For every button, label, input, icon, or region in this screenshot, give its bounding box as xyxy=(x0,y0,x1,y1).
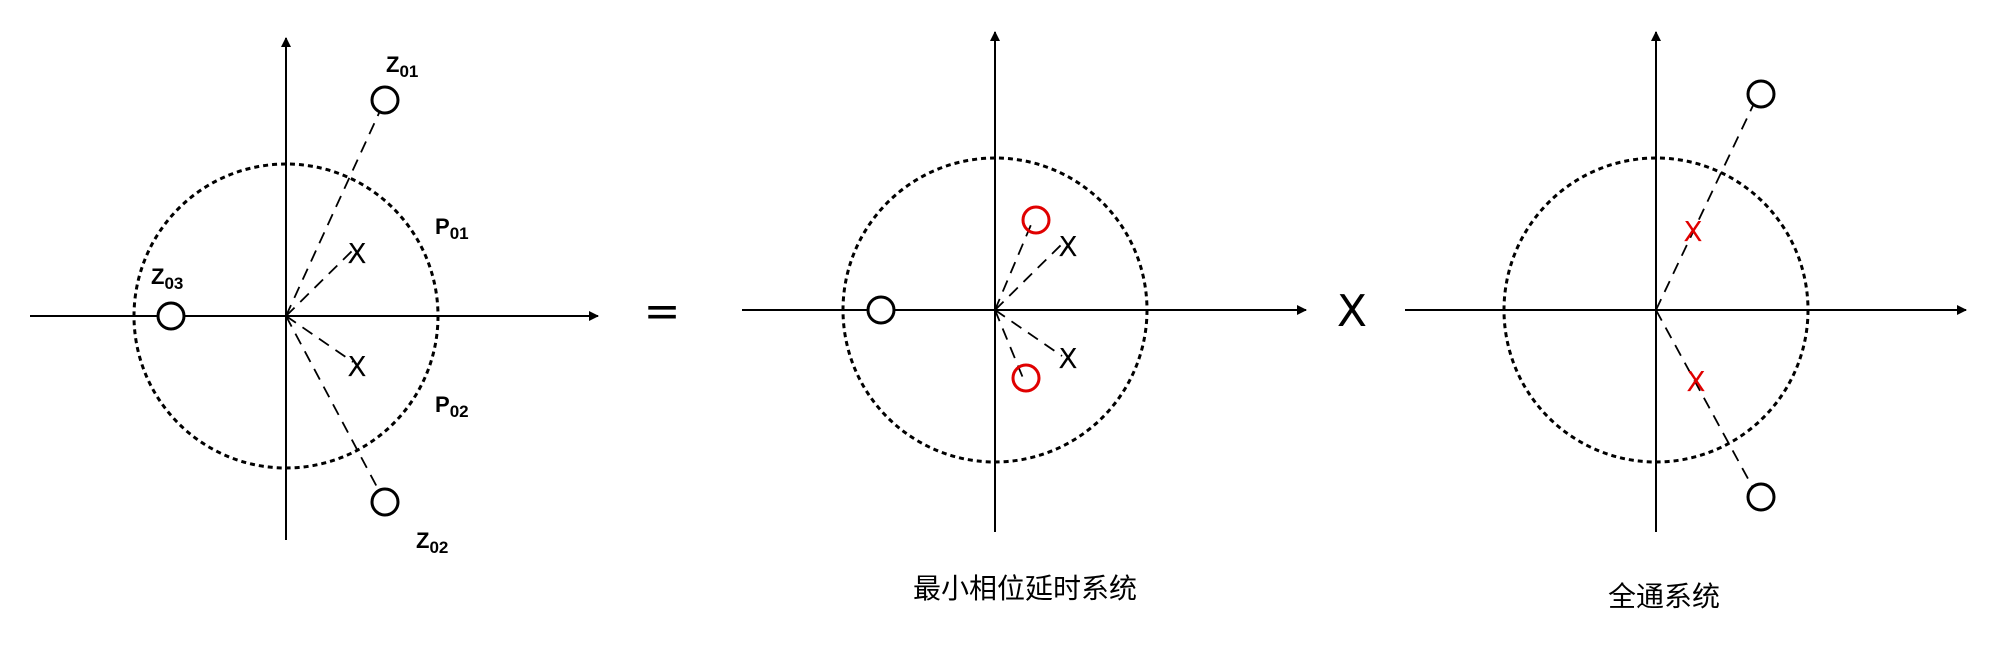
panel-3-unit-circle xyxy=(1502,156,1810,464)
panel-3-zero-upper-marker xyxy=(1746,79,1776,109)
panel-2-minimum-phase-system: X X 最小相位延时系统 xyxy=(742,31,1307,605)
panel-2-pole-upper-marker: X xyxy=(1058,230,1077,263)
zero-z01-marker xyxy=(370,85,400,115)
panel-1-ray-p01 xyxy=(285,249,354,317)
panel-3-all-pass-system: X X 全通系统 xyxy=(1405,31,1967,613)
label-z01: Z01 xyxy=(386,52,418,81)
panel-1-ray-z01 xyxy=(285,99,386,317)
panel-3-ray-lower xyxy=(1655,309,1759,498)
equals-operator: = xyxy=(644,286,681,337)
panel-2-ray-pole-lower xyxy=(994,309,1063,357)
panel-2-ray-zero-upper xyxy=(994,219,1034,311)
pole-p01-marker: X xyxy=(347,237,366,270)
zero-z03-marker xyxy=(156,301,186,331)
label-p02: P02 xyxy=(435,392,469,421)
label-z02: Z02 xyxy=(416,528,448,557)
panel-3-pole-upper-marker: X xyxy=(1683,215,1702,248)
panel-2-zero-real-marker xyxy=(866,295,896,325)
panel-1-ray-z02 xyxy=(285,315,386,503)
panel-3-zero-lower-marker xyxy=(1746,482,1776,512)
panel-2-reflected-zero-upper xyxy=(1021,205,1051,235)
panel-2-unit-circle xyxy=(841,156,1149,464)
panel-2-caption: 最小相位延时系统 xyxy=(913,572,1137,605)
zero-z02-marker xyxy=(370,487,400,517)
panel-3-pole-lower-marker: X xyxy=(1686,365,1705,398)
panel-1-ray-p02 xyxy=(285,315,354,363)
panel-3-ray-upper xyxy=(1655,94,1759,311)
panel-2-pole-lower-marker: X xyxy=(1058,342,1077,375)
panel-2-ray-pole-upper xyxy=(994,243,1063,311)
times-operator: X xyxy=(1337,286,1367,337)
panel-1-original-system: X X Z01 Z02 Z03 P01 P02 xyxy=(30,37,599,557)
panel-3-caption: 全通系统 xyxy=(1608,580,1720,613)
label-z03: Z03 xyxy=(151,264,183,293)
pole-p02-marker: X xyxy=(347,350,366,383)
panel-2-reflected-zero-lower xyxy=(1011,363,1041,393)
label-p01: P01 xyxy=(435,214,469,243)
panel-1-unit-circle xyxy=(132,162,440,470)
